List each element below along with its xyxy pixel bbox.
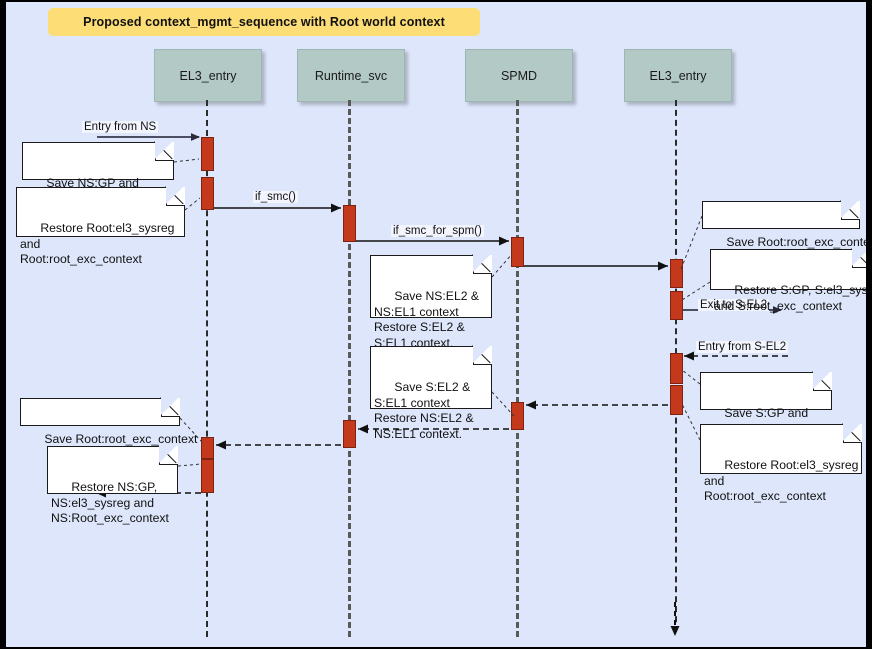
note-leader bbox=[177, 463, 202, 467]
note-leader bbox=[680, 215, 703, 270]
note-fold-icon bbox=[813, 371, 832, 391]
lifeline-head-el3-entry-left[interactable]: EL3_entry bbox=[154, 49, 262, 102]
note-fold-icon bbox=[155, 141, 174, 161]
diagram-title-text: Proposed context_mgmt_sequence with Root… bbox=[83, 15, 445, 29]
note-save-s-gp: Save S:GP and S:root_exc_context bbox=[700, 371, 832, 436]
lifeline-stem-runtime-svc bbox=[348, 100, 351, 637]
note-fold-icon bbox=[166, 186, 185, 206]
activation-bar[interactable] bbox=[511, 402, 524, 430]
note-leader bbox=[184, 197, 201, 211]
note-text: Save Root:root_exc_context bbox=[44, 432, 198, 447]
message-label-entry-from-s-el2: Entry from S-EL2 bbox=[696, 341, 789, 353]
activation-bar[interactable] bbox=[201, 459, 214, 493]
note-save-ns-el2: Save NS:EL2 & NS:EL1 context Restore S:E… bbox=[370, 254, 492, 350]
note-save-ns-gp: Save NS:GP and NS:Root_exc_context bbox=[22, 141, 174, 206]
lifeline-head-runtime-svc[interactable]: Runtime_svc bbox=[297, 49, 405, 102]
sequence-diagram-canvas: Proposed context_mgmt_sequence with Root… bbox=[6, 2, 866, 647]
note-leader bbox=[491, 253, 513, 278]
activation-bar[interactable] bbox=[201, 437, 214, 459]
note-fold-icon bbox=[473, 254, 492, 274]
lifeline-stem-spmd bbox=[516, 100, 519, 637]
note-leader bbox=[681, 403, 701, 441]
activation-bar[interactable] bbox=[670, 259, 683, 288]
activation-bar[interactable] bbox=[343, 205, 356, 242]
note-restore-ns-gp: Restore NS:GP, NS:el3_sysreg and NS:Root… bbox=[47, 445, 178, 525]
note-restore-s-gp: Restore S:GP, S:el3_sysreg and S:root_ex… bbox=[710, 248, 866, 313]
message-label-exit-to-s-el2: Exit to S-EL2 bbox=[698, 299, 770, 311]
activation-bar[interactable] bbox=[343, 420, 356, 448]
lifeline-label: EL3_entry bbox=[649, 68, 707, 83]
activation-bar[interactable] bbox=[201, 137, 214, 171]
note-text: Save Root:root_exc_context bbox=[726, 235, 866, 250]
note-leader bbox=[173, 158, 200, 163]
note-restore-root-2: Restore Root:el3_sysreg and Root:root_ex… bbox=[700, 423, 862, 503]
message-label-entry-from-ns: Entry from NS bbox=[82, 121, 159, 133]
note-leader bbox=[681, 369, 701, 385]
note-text: Restore Root:el3_sysreg and Root:root_ex… bbox=[20, 221, 175, 267]
lifeline-label: SPMD bbox=[500, 68, 538, 83]
lifeline-stem-el3-entry-left bbox=[206, 100, 208, 637]
activation-bar[interactable] bbox=[670, 291, 683, 320]
note-text: Restore NS:GP, NS:el3_sysreg and NS:Root… bbox=[51, 480, 169, 526]
note-fold-icon bbox=[161, 397, 180, 417]
activation-bar[interactable] bbox=[670, 353, 683, 384]
message-label-if-smc-for-spm: if_smc_for_spm() bbox=[391, 225, 484, 237]
lifeline-head-el3-entry-right[interactable]: EL3_entry bbox=[624, 49, 732, 102]
note-save-root-exc-right: Save Root:root_exc_context bbox=[702, 200, 866, 249]
note-text: Restore S:GP, S:el3_sysreg and S:root_ex… bbox=[714, 283, 866, 313]
note-text: Save NS:EL2 & NS:EL1 context Restore S:E… bbox=[374, 289, 480, 351]
lifeline-label: Runtime_svc bbox=[314, 68, 388, 83]
note-save-root-exc-left: Save Root:root_exc_context bbox=[20, 397, 197, 446]
note-text: Restore Root:el3_sysreg and Root:root_ex… bbox=[704, 458, 859, 504]
diagram-title-banner: Proposed context_mgmt_sequence with Root… bbox=[48, 8, 480, 36]
message-label-if-smc: if_smc() bbox=[253, 191, 298, 203]
activation-bar[interactable] bbox=[201, 177, 214, 210]
lifeline-head-spmd[interactable]: SPMD bbox=[465, 49, 573, 102]
note-fold-icon bbox=[843, 423, 862, 443]
note-restore-root-1: Restore Root:el3_sysreg and Root:root_ex… bbox=[16, 186, 185, 266]
note-fold-icon bbox=[473, 345, 492, 365]
note-save-s-el2: Save S:EL2 & S:EL1 context Restore NS:EL… bbox=[370, 345, 492, 441]
note-fold-icon bbox=[841, 200, 860, 220]
lifeline-label: EL3_entry bbox=[179, 68, 237, 83]
activation-bar[interactable] bbox=[670, 385, 683, 415]
note-leader bbox=[681, 281, 711, 301]
note-text: Save S:EL2 & S:EL1 context Restore NS:EL… bbox=[374, 380, 474, 442]
activation-bar[interactable] bbox=[511, 237, 524, 267]
note-fold-icon bbox=[159, 445, 178, 465]
note-fold-icon bbox=[852, 248, 866, 268]
